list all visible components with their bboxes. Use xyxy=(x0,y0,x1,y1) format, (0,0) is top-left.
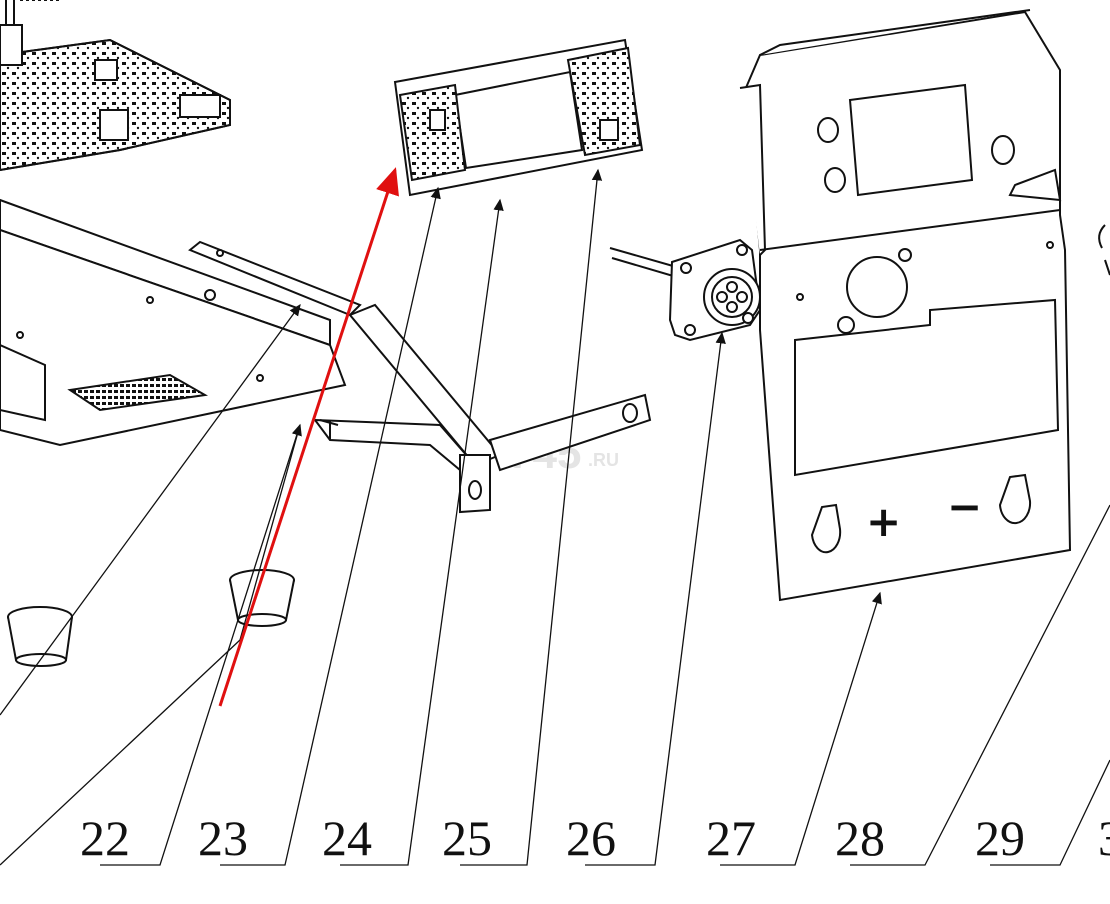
part-number-22: 22 xyxy=(80,810,130,866)
part-number-24: 24 xyxy=(322,810,372,866)
part-number-23: 23 xyxy=(198,810,248,866)
part-number-30-partial: 3 xyxy=(1098,810,1110,866)
part-number-29: 29 xyxy=(975,810,1025,866)
part-number-28: 28 xyxy=(835,810,885,866)
leader-lines xyxy=(0,168,1110,866)
connector-socket-part xyxy=(609,238,762,342)
display-board-part xyxy=(393,38,644,197)
circuit-board-part xyxy=(0,0,231,172)
front-panel-part xyxy=(739,9,1072,602)
highlight-arrow xyxy=(218,167,399,707)
base-tray-part xyxy=(0,198,347,447)
rubber-foot-left xyxy=(7,606,73,667)
edge-part-29 xyxy=(1098,224,1110,276)
watermark-suffix: .RU xyxy=(588,450,619,470)
panel-plus-symbol: + xyxy=(866,497,901,546)
part-number-27: 27 xyxy=(706,810,756,866)
part-number-labels: 22 23 24 25 26 27 28 29 3 xyxy=(80,810,1110,866)
panel-minus-symbol: − xyxy=(947,482,982,531)
bracket-frame-part xyxy=(188,240,652,514)
part-number-25: 25 xyxy=(442,810,492,866)
part-number-26: 26 xyxy=(566,810,616,866)
